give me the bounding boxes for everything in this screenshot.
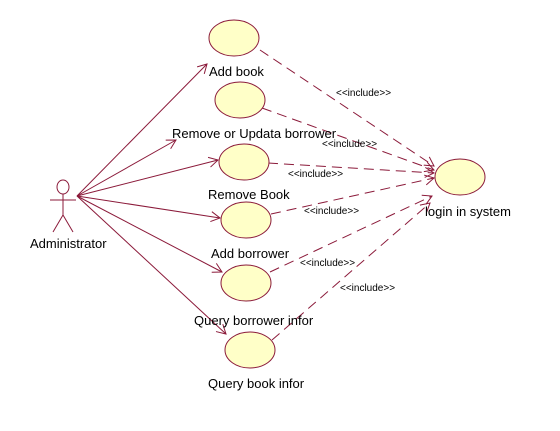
association-line — [76, 156, 219, 197]
include-label: <<include>> — [322, 139, 377, 150]
use-case-ellipse — [434, 158, 486, 196]
actor-administrator[interactable]: Administrator — [30, 179, 107, 251]
use-case-login-in-system[interactable]: login in system — [425, 158, 511, 219]
include-dependency-line — [270, 174, 436, 215]
include-dependency-line — [261, 107, 435, 173]
use-case-query-borrower-infor[interactable]: Query borrower infor — [194, 264, 314, 328]
actor-left-leg — [52, 214, 64, 233]
use-case-label: Remove Book — [208, 187, 290, 202]
include-label: <<include>> — [288, 169, 343, 180]
actor-label: Administrator — [30, 236, 107, 251]
use-case-add-borrower[interactable]: Add borrower — [211, 201, 290, 261]
use-case-label: Query borrower infor — [194, 313, 314, 328]
use-case-remove-or-updata-borrower[interactable]: Remove or Updata borrower — [172, 81, 337, 141]
include-label: <<include>> — [340, 283, 395, 294]
include-labels: <<include>> <<include>> <<include>> <<in… — [288, 88, 395, 294]
actor-head — [56, 179, 70, 195]
use-case-remove-book[interactable]: Remove Book — [208, 143, 290, 202]
association-lines — [76, 63, 227, 335]
use-case-label: login in system — [425, 204, 511, 219]
association-line — [76, 195, 223, 273]
actor-right-leg — [62, 214, 74, 233]
include-dependency-line — [269, 194, 433, 273]
use-case-label: Add book — [209, 64, 264, 79]
use-case-ellipse — [218, 143, 270, 181]
association-line — [76, 195, 227, 335]
use-case-add-book[interactable]: Add book — [208, 19, 264, 79]
include-dependency-line — [259, 49, 435, 167]
include-dependency-lines — [259, 49, 436, 341]
include-dependency-line — [271, 202, 431, 341]
use-cases: Add book Remove or Updata borrower Remov… — [172, 19, 511, 391]
include-dependency-line — [267, 162, 436, 178]
use-case-ellipse — [208, 19, 260, 57]
include-label: <<include>> — [336, 88, 391, 99]
use-case-ellipse — [220, 264, 272, 302]
use-case-label: Add borrower — [211, 246, 290, 261]
include-label: <<include>> — [304, 206, 359, 217]
use-case-ellipse — [224, 331, 276, 369]
use-case-ellipse — [214, 81, 266, 119]
association-line — [76, 63, 208, 197]
use-case-label: Remove or Updata borrower — [172, 126, 337, 141]
use-case-label: Query book infor — [208, 376, 305, 391]
association-line — [76, 195, 222, 223]
use-case-ellipse — [220, 201, 272, 239]
association-line — [76, 139, 177, 197]
use-case-query-book-infor[interactable]: Query book infor — [208, 331, 305, 391]
include-label: <<include>> — [300, 258, 355, 269]
